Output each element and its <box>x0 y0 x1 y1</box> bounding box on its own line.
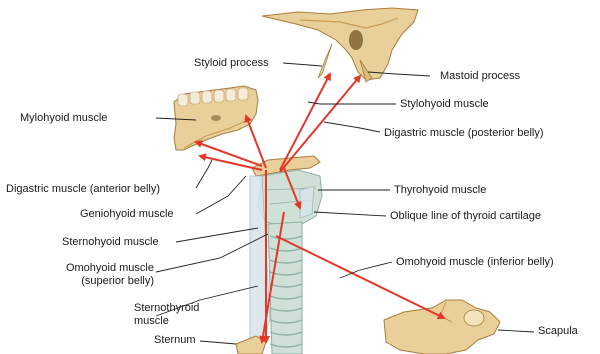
label-geniohyoid-muscle: Geniohyoid muscle <box>80 208 174 221</box>
label-oblique-line: Oblique line of thyroid cartilage <box>390 210 541 223</box>
scapula-bone <box>384 300 500 354</box>
label-mylohyoid-muscle: Mylohyoid muscle <box>20 112 107 125</box>
label-sternum: Sternum <box>154 334 196 347</box>
styloid-process-shape <box>318 44 332 78</box>
digastric-posterior-arrow <box>280 76 360 172</box>
label-sternohyoid-muscle: Sternohyoid muscle <box>62 236 159 249</box>
label-digastric-posterior: Digastric muscle (posterior belly) <box>384 127 544 140</box>
label-stylohyoid-muscle: Stylohyoid muscle <box>400 98 489 111</box>
label-thyrohyoid-muscle: Thyrohyoid muscle <box>394 184 486 197</box>
trachea <box>268 222 302 354</box>
label-scapula: Scapula <box>538 325 578 338</box>
label-sternothyroid-line1: Sternothyroid <box>134 302 199 315</box>
label-omohyoid-superior-line2: (superior belly) <box>56 275 154 288</box>
label-digastric-anterior: Digastric muscle (anterior belly) <box>6 183 160 196</box>
temporal-bone <box>262 8 418 82</box>
mylohyoid-arrow <box>246 116 266 168</box>
label-sternothyroid: Sternothyroid muscle <box>134 302 199 327</box>
label-mastoid-process: Mastoid process <box>440 70 520 83</box>
label-omohyoid-superior: Omohyoid muscle (superior belly) <box>56 262 154 287</box>
mandible <box>174 86 258 150</box>
label-styloid-process: Styloid process <box>194 57 269 70</box>
label-omohyoid-inferior: Omohyoid muscle (inferior belly) <box>396 256 554 269</box>
label-omohyoid-superior-line1: Omohyoid muscle <box>56 262 154 275</box>
label-sternothyroid-line2: muscle <box>134 315 199 328</box>
